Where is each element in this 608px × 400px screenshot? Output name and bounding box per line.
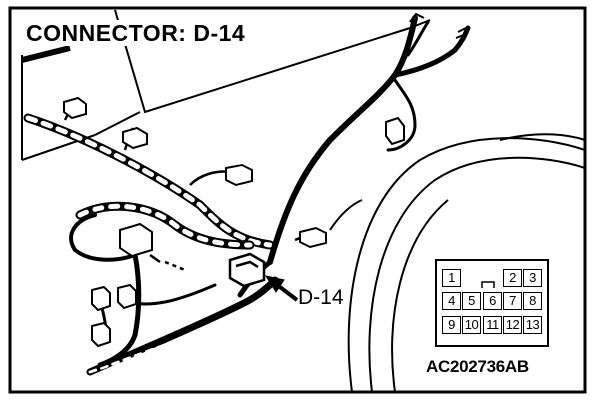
main-harness — [23, 113, 275, 250]
connector-latch — [481, 281, 495, 288]
connector-callout-label: D-14 — [298, 286, 344, 309]
upper-harness — [237, 15, 471, 298]
harness-connectors — [63, 96, 405, 348]
pin-cell: 10 — [462, 316, 481, 334]
connector-d14 — [228, 252, 266, 288]
connector-pin-layout: 1 2 3 4 5 6 7 8 9 10 11 12 13 — [440, 267, 544, 339]
page-title: CONNECTOR: D-14 — [22, 20, 250, 46]
pin-cell: 1 — [442, 269, 461, 287]
figure-id: AC202736AB — [426, 357, 529, 377]
pin-cell: 12 — [503, 316, 522, 334]
pin-cell: 2 — [503, 269, 522, 287]
pin-cell: 5 — [462, 292, 481, 310]
pin-cell: 3 — [523, 269, 542, 287]
pin-cell: 9 — [442, 316, 461, 334]
pin-cell: 13 — [523, 316, 542, 334]
wire-ends — [409, 12, 467, 39]
pin-cell: 7 — [503, 292, 522, 310]
outer-border — [8, 6, 587, 394]
callout-arrow — [264, 275, 299, 302]
wheel-arch — [329, 133, 586, 393]
pin-cell: 8 — [523, 292, 542, 310]
pin-cell: 11 — [483, 316, 502, 334]
pin-cell: 4 — [442, 292, 461, 310]
pin-cell: 6 — [483, 292, 502, 310]
